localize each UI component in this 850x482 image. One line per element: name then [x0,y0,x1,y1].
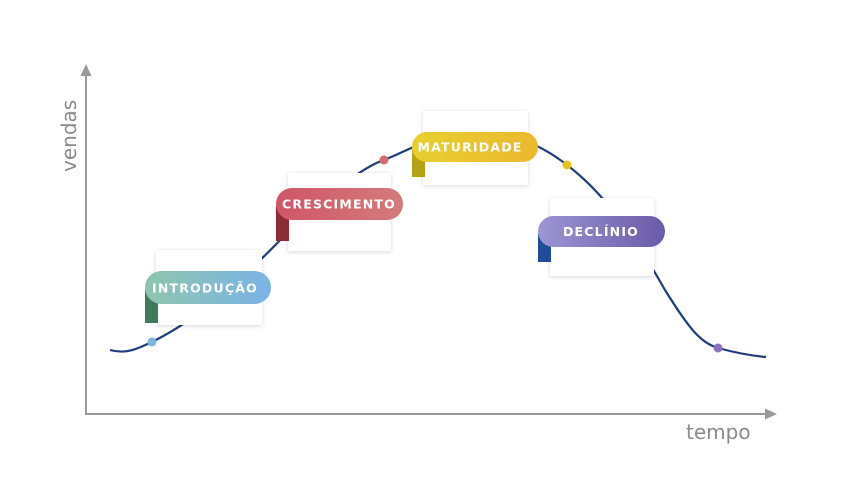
stage-label: INTRODUÇÃO [152,281,258,296]
stage-label: DECLÍNIO [563,224,639,239]
x-axis-label: tempo [686,420,751,444]
stage-declinio: DECLÍNIO [538,198,723,353]
stage-maturidade: MATURIDADE [412,111,572,185]
stage-label: CRESCIMENTO [282,197,396,212]
x-axis-arrow [765,408,777,420]
ribbon [145,271,271,304]
stage-dot [562,160,572,170]
stage-label: MATURIDADE [417,140,522,155]
stage-dot [147,337,157,347]
stage-crescimento: CRESCIMENTO [276,155,403,251]
ribbon [276,188,403,220]
stage-dot [379,155,389,165]
y-axis-arrow [80,64,92,76]
ribbon [412,132,538,162]
stage-dot [713,343,723,353]
y-axis-label: vendas [57,100,81,172]
axes: vendas tempo [57,64,777,444]
stage-introducao: INTRODUÇÃO [145,250,271,347]
ribbon [538,216,665,247]
